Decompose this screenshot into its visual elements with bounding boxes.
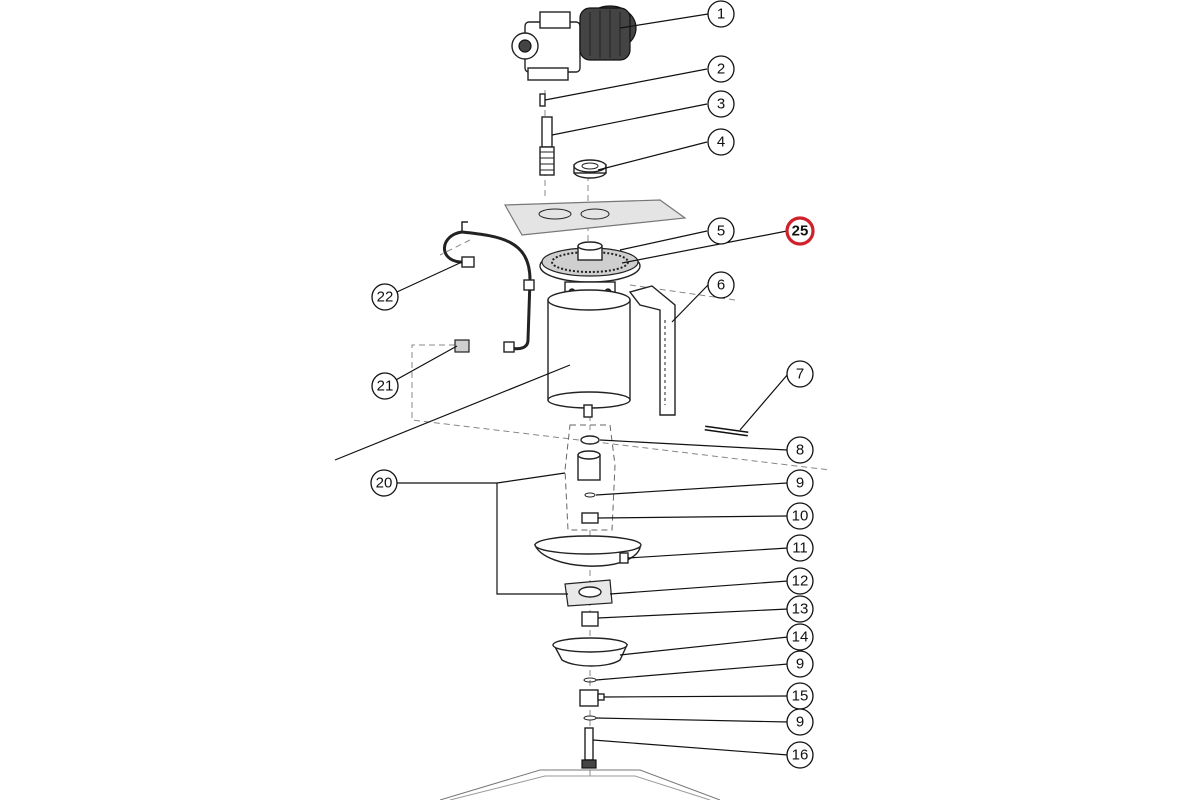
pin (581, 727, 597, 769)
callout-label: 11 (792, 540, 808, 557)
callout-1: 1 (707, 0, 735, 28)
mounting-plate (503, 199, 687, 236)
rod (704, 425, 749, 437)
callout-11: 11 (786, 534, 814, 562)
callout-10: 10 (786, 502, 814, 530)
callout-label: 22 (377, 289, 394, 306)
callout-label: 13 (792, 601, 809, 618)
callout-9b: 9 (786, 650, 814, 678)
assembly-guide-lines (411, 90, 831, 780)
callout-label: 20 (376, 475, 393, 492)
bowl (552, 637, 629, 667)
callout-21: 21 (371, 372, 399, 400)
callouts: 1 2 3 4 5 25 6 7 (370, 0, 815, 769)
shaft-key (539, 93, 546, 107)
callout-label: 9 (796, 475, 804, 492)
bottom-frame (439, 769, 721, 800)
callout-6: 6 (707, 271, 735, 299)
callout-20: 20 (370, 469, 398, 497)
callout-label: 5 (717, 223, 725, 240)
callout-25-highlighted: 25 (785, 216, 815, 246)
washer (583, 715, 597, 721)
callout-label: 3 (717, 96, 725, 113)
callout-7: 7 (786, 360, 814, 388)
callout-label: 15 (792, 688, 809, 705)
coupling (564, 579, 613, 607)
fitting (454, 339, 470, 353)
callout-label: 4 (717, 134, 725, 151)
callout-label: 25 (792, 223, 809, 240)
sleeve (579, 689, 605, 707)
callout-label: 9 (796, 714, 804, 731)
callout-9c: 9 (786, 708, 814, 736)
upper-tray (533, 535, 642, 567)
callout-2: 2 (707, 55, 735, 83)
callout-16: 16 (786, 741, 814, 769)
callout-label: 2 (717, 61, 725, 78)
callout-label: 14 (792, 629, 809, 646)
callout-label: 8 (796, 442, 804, 459)
drive-shaft (539, 116, 555, 176)
gear-ring-assembly (539, 241, 641, 283)
tube-assembly (443, 221, 535, 353)
bearing (573, 159, 607, 179)
callout-label: 7 (796, 366, 804, 383)
callout-9: 9 (786, 469, 814, 497)
main-cylinder (547, 281, 631, 418)
callout-12: 12 (786, 567, 814, 595)
callout-14: 14 (786, 623, 814, 651)
callout-15: 15 (786, 682, 814, 710)
callout-label: 10 (792, 508, 809, 525)
callout-8: 8 (786, 436, 814, 464)
callout-4: 4 (707, 128, 735, 156)
gear-motor (511, 5, 637, 81)
bracket-arm (628, 285, 676, 416)
callout-22: 22 (371, 283, 399, 311)
shaft-group (564, 424, 616, 531)
callout-label: 6 (717, 277, 725, 294)
callout-label: 9 (796, 656, 804, 673)
callout-label: 16 (792, 747, 809, 764)
bushing (581, 611, 599, 627)
callout-5: 5 (707, 217, 735, 245)
callout-label: 12 (792, 573, 809, 590)
callout-label: 21 (377, 378, 394, 395)
callout-3: 3 (707, 90, 735, 118)
callout-label: 1 (717, 6, 725, 23)
leader-lines (334, 13, 789, 756)
callout-13: 13 (786, 595, 814, 623)
